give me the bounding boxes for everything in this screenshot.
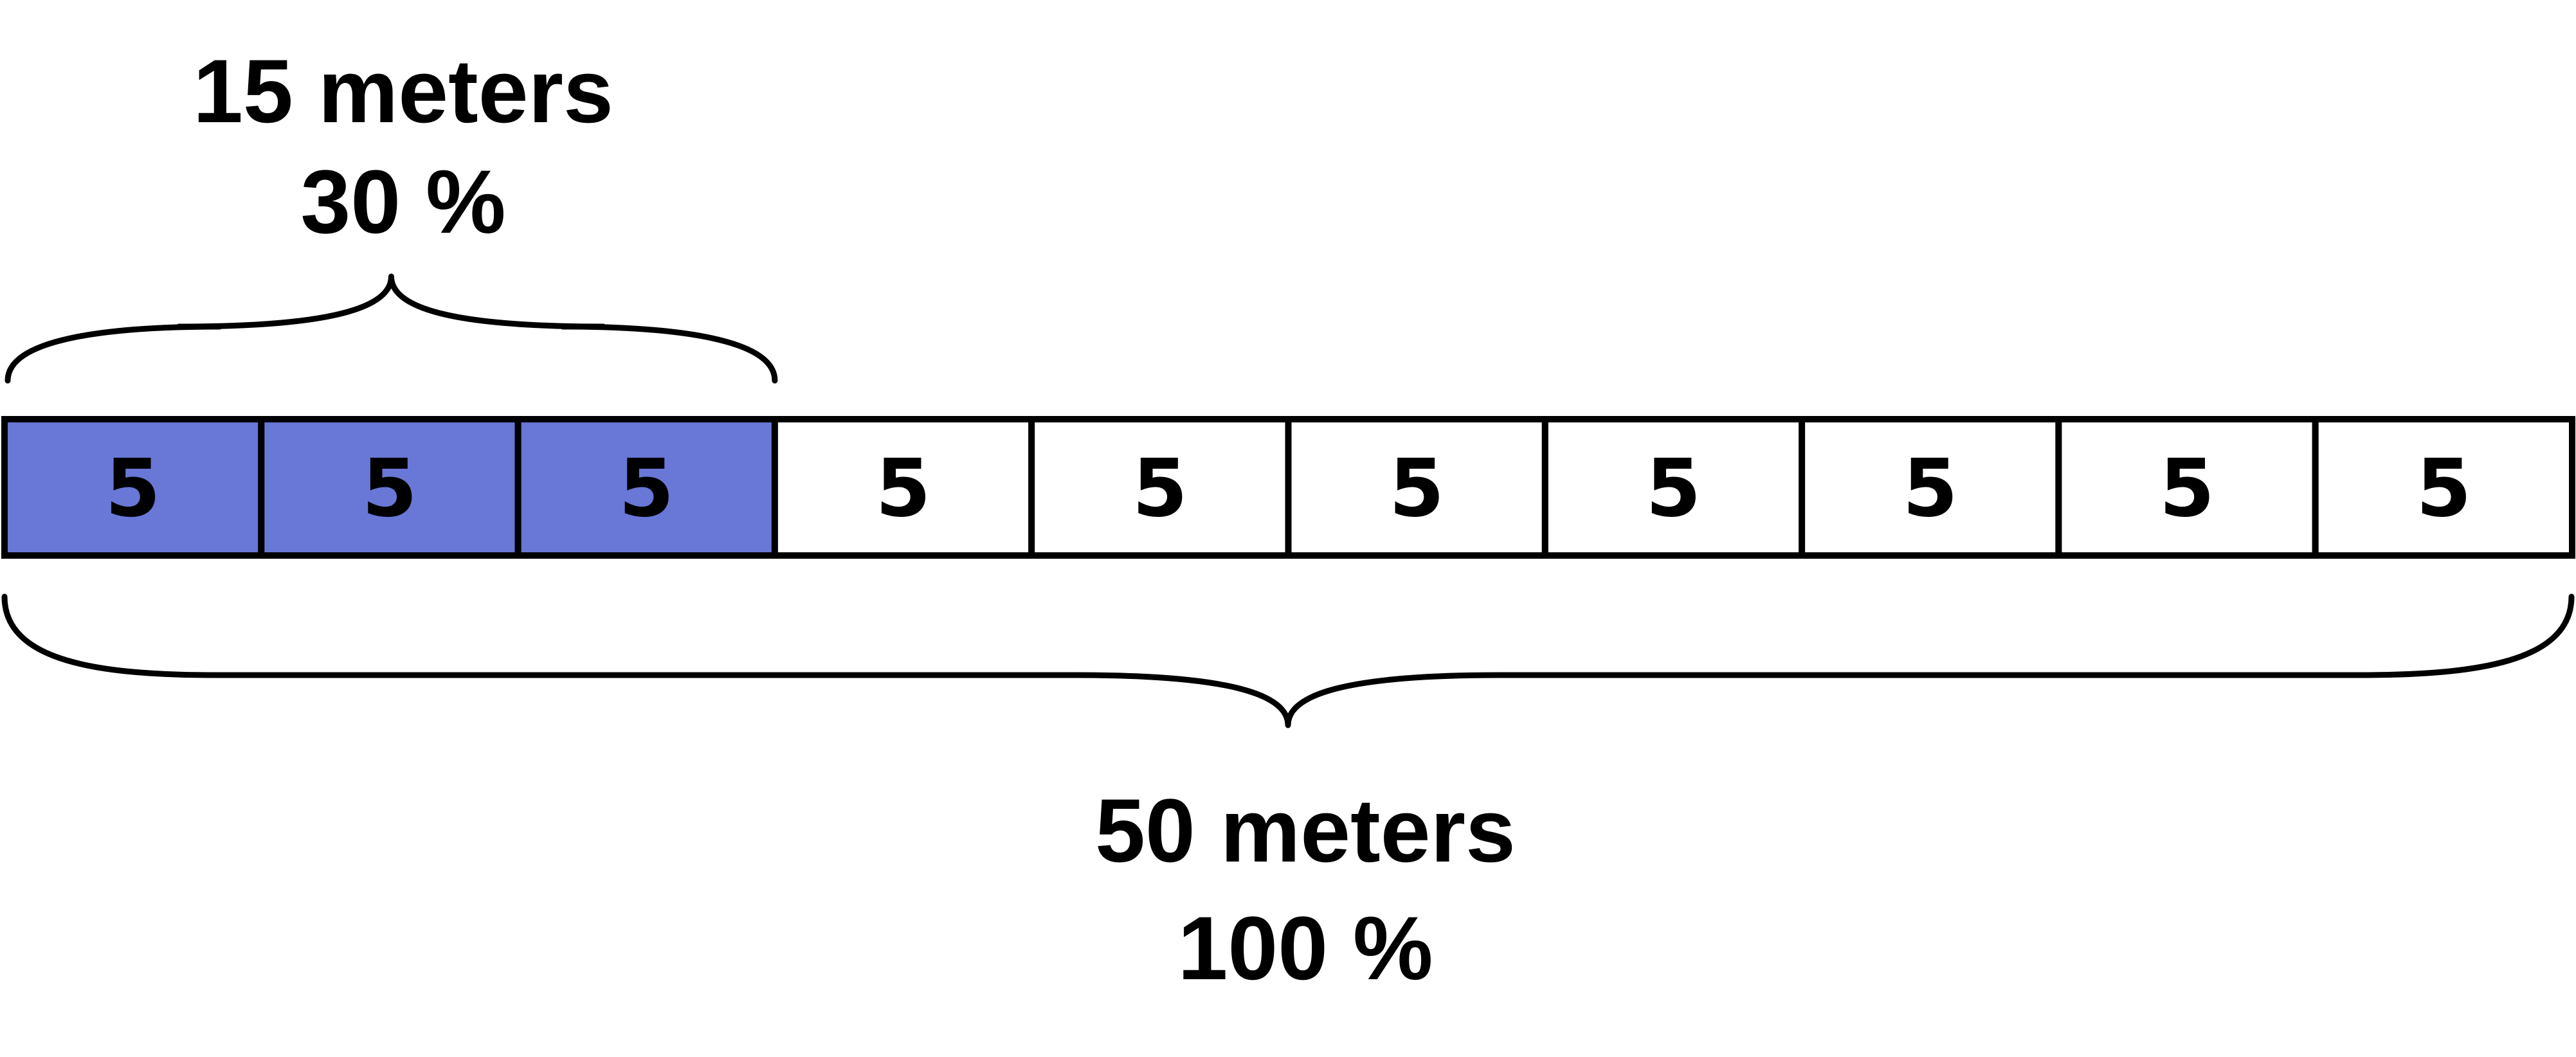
bottom-brace [1,593,2575,728]
top-percent-label: 30 % [300,151,505,252]
bar-cell [2312,416,2575,559]
bar-cell-label: 5 [875,442,930,535]
bar-cell-label: 5 [105,442,161,535]
bottom-length-label: 50 meters [1095,780,1516,881]
bar-cell-label: 5 [1903,442,1958,535]
bar-cell-label: 5 [1132,442,1188,535]
top-length-label: 15 meters [193,41,613,141]
bar-cell-label: 5 [619,442,674,535]
top-brace [5,273,778,384]
bar-cell [1799,416,2062,559]
bar-cell-highlighted [1,416,265,559]
bar-cell-highlighted [258,416,522,559]
bar-cell-highlighted [514,416,778,559]
bar-cell-label: 5 [2159,442,2215,535]
bottom-percent-label: 100 % [1178,898,1433,998]
bar-cell [1541,416,1806,559]
bar-cell [1285,416,1548,559]
tape-bar: 5 5 5 5 5 5 5 5 5 5 [1,416,2575,559]
bar-cell-label: 5 [1389,442,1444,535]
bar-cell-label: 5 [1646,442,1701,535]
bar-cell [2055,416,2319,559]
bar-cell [1028,416,1292,559]
bar-cell-label: 5 [362,442,417,535]
bar-cell-label: 5 [2416,442,2471,535]
